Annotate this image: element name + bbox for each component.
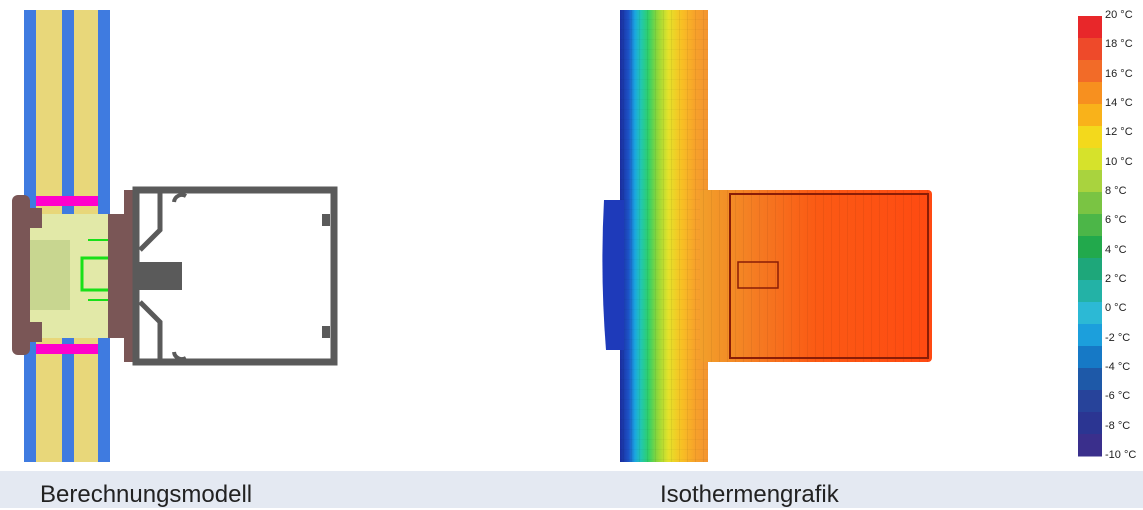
scale-label: 0 °C [1105,302,1127,315]
scale-label: 6 °C [1105,214,1127,227]
isotherm-graphic [602,10,932,462]
calculation-model [12,10,338,462]
scale-segment [1078,148,1102,171]
scale-label: -4 °C [1105,361,1131,373]
scale-segment [1078,16,1102,39]
scale-label: -8 °C [1105,419,1131,432]
scale-segment [1078,192,1102,215]
caption-bar [0,471,1143,508]
scale-segment [1078,236,1102,259]
scale-label: -2 °C [1105,331,1131,344]
scale-label: 12 °C [1105,126,1133,139]
scale-label: 10 °C [1105,155,1133,168]
scale-label: 8 °C [1105,185,1127,197]
scale-segment [1078,412,1102,435]
scale-label: 20 °C [1105,9,1133,21]
mullion-profile [132,186,338,366]
scale-segment [1078,104,1102,127]
scale-segment [1078,82,1102,105]
scale-segment [1078,170,1102,193]
clamping-core [12,190,136,362]
mullion-temperature-field [700,190,932,362]
scale-segment [1078,258,1102,281]
caption-calculation-model: Berechnungsmodell [40,481,253,508]
scale-segment [1078,38,1102,61]
temperature-scale-bar [1078,16,1102,457]
scale-segment [1078,346,1102,369]
scale-segment [1078,302,1102,325]
scale-segment [1078,126,1102,149]
scale-segment [1078,390,1102,413]
scale-segment [1078,280,1102,303]
scale-label: -6 °C [1105,390,1131,403]
scale-segment [1078,368,1102,391]
scale-label: 16 °C [1105,67,1133,80]
scale-label: 2 °C [1105,273,1127,285]
scale-label: 18 °C [1105,38,1133,51]
scale-label: 4 °C [1105,243,1127,256]
scale-label: 14 °C [1105,97,1133,109]
scale-segment [1078,434,1102,457]
caption-isotherm-graphic: Isothermengrafik [660,481,839,508]
scale-segment [1078,324,1102,347]
scale-segment [1078,214,1102,237]
scale-segment [1078,60,1102,83]
gasket-strips [36,196,98,354]
scale-label: -10 °C [1105,449,1137,461]
wall-temperature-field [602,10,708,462]
